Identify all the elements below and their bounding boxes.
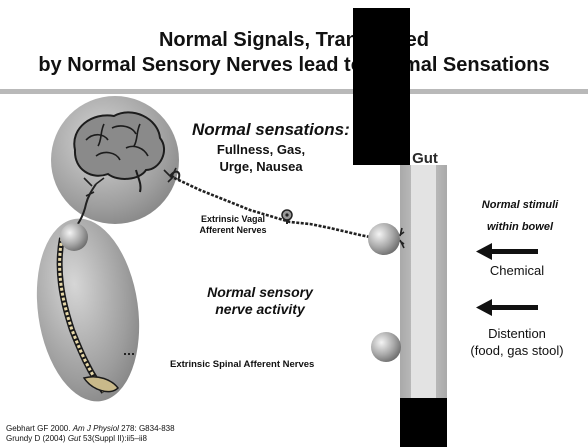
title-divider: [0, 89, 588, 94]
gut-nerve-sphere: [368, 223, 400, 255]
chemical-arrow-icon: [476, 243, 538, 260]
stimuli-heading-line1: Normal stimuli: [456, 194, 584, 216]
vagal-nerve-label-line2: Afferent Nerves: [190, 225, 276, 236]
redaction-block-bottom: [400, 398, 447, 447]
spinal-nerve-label: Extrinsic Spinal Afferent Nerves: [170, 359, 314, 370]
vagal-nerve-label: Extrinsic Vagal Afferent Nerves: [190, 214, 276, 236]
activity-label-line2: nerve activity: [184, 301, 336, 318]
redaction-overlay: [353, 8, 410, 165]
ganglion-sphere: [60, 223, 88, 251]
reference-1-journal: Am J Physiol: [73, 424, 119, 433]
reference-2-details: 53(Suppl II):ii5–ii8: [81, 434, 147, 443]
sensations-items-line2: Urge, Nausea: [206, 158, 316, 175]
activity-label-line1: Normal sensory: [184, 284, 336, 301]
distention-label-line2: (food, gas stool): [452, 342, 582, 359]
vagal-nerve-label-line1: Extrinsic Vagal: [190, 214, 276, 225]
activity-label: Normal sensory nerve activity: [184, 284, 336, 318]
stimuli-heading-line2: within bowel: [456, 216, 584, 238]
vagal-ganglion-icon: [282, 210, 292, 224]
distention-label-line1: Distention: [452, 325, 582, 342]
gut-label: Gut: [405, 150, 445, 167]
distention-label: Distention (food, gas stool): [452, 325, 582, 359]
chemical-label: Chemical: [470, 263, 564, 278]
slide-title-line1: Normal Signals, Transmitted: [0, 28, 588, 53]
sensations-items: Fullness, Gas, Urge, Nausea: [206, 141, 316, 175]
stimuli-heading: Normal stimuli within bowel: [456, 194, 584, 238]
sensations-heading: Normal sensations:: [192, 120, 350, 140]
reference-2-journal: Gut: [68, 434, 81, 443]
reference-1-details: 278: G834-838: [119, 424, 175, 433]
reference-1: Gebhart GF 2000. Am J Physiol 278: G834-…: [6, 424, 175, 433]
reference-2-authors: Grundy D (2004): [6, 434, 68, 443]
gut-spinal-sphere: [371, 332, 401, 362]
slide-title-line2: by Normal Sensory Nerves lead to Normal …: [0, 53, 588, 78]
reference-2: Grundy D (2004) Gut 53(Suppl II):ii5–ii8: [6, 434, 147, 443]
sensations-items-line1: Fullness, Gas,: [206, 141, 316, 158]
reference-1-authors: Gebhart GF 2000.: [6, 424, 73, 433]
slide-title: Normal Signals, Transmitted by Normal Se…: [0, 28, 588, 78]
distention-arrow-icon: [476, 299, 538, 316]
